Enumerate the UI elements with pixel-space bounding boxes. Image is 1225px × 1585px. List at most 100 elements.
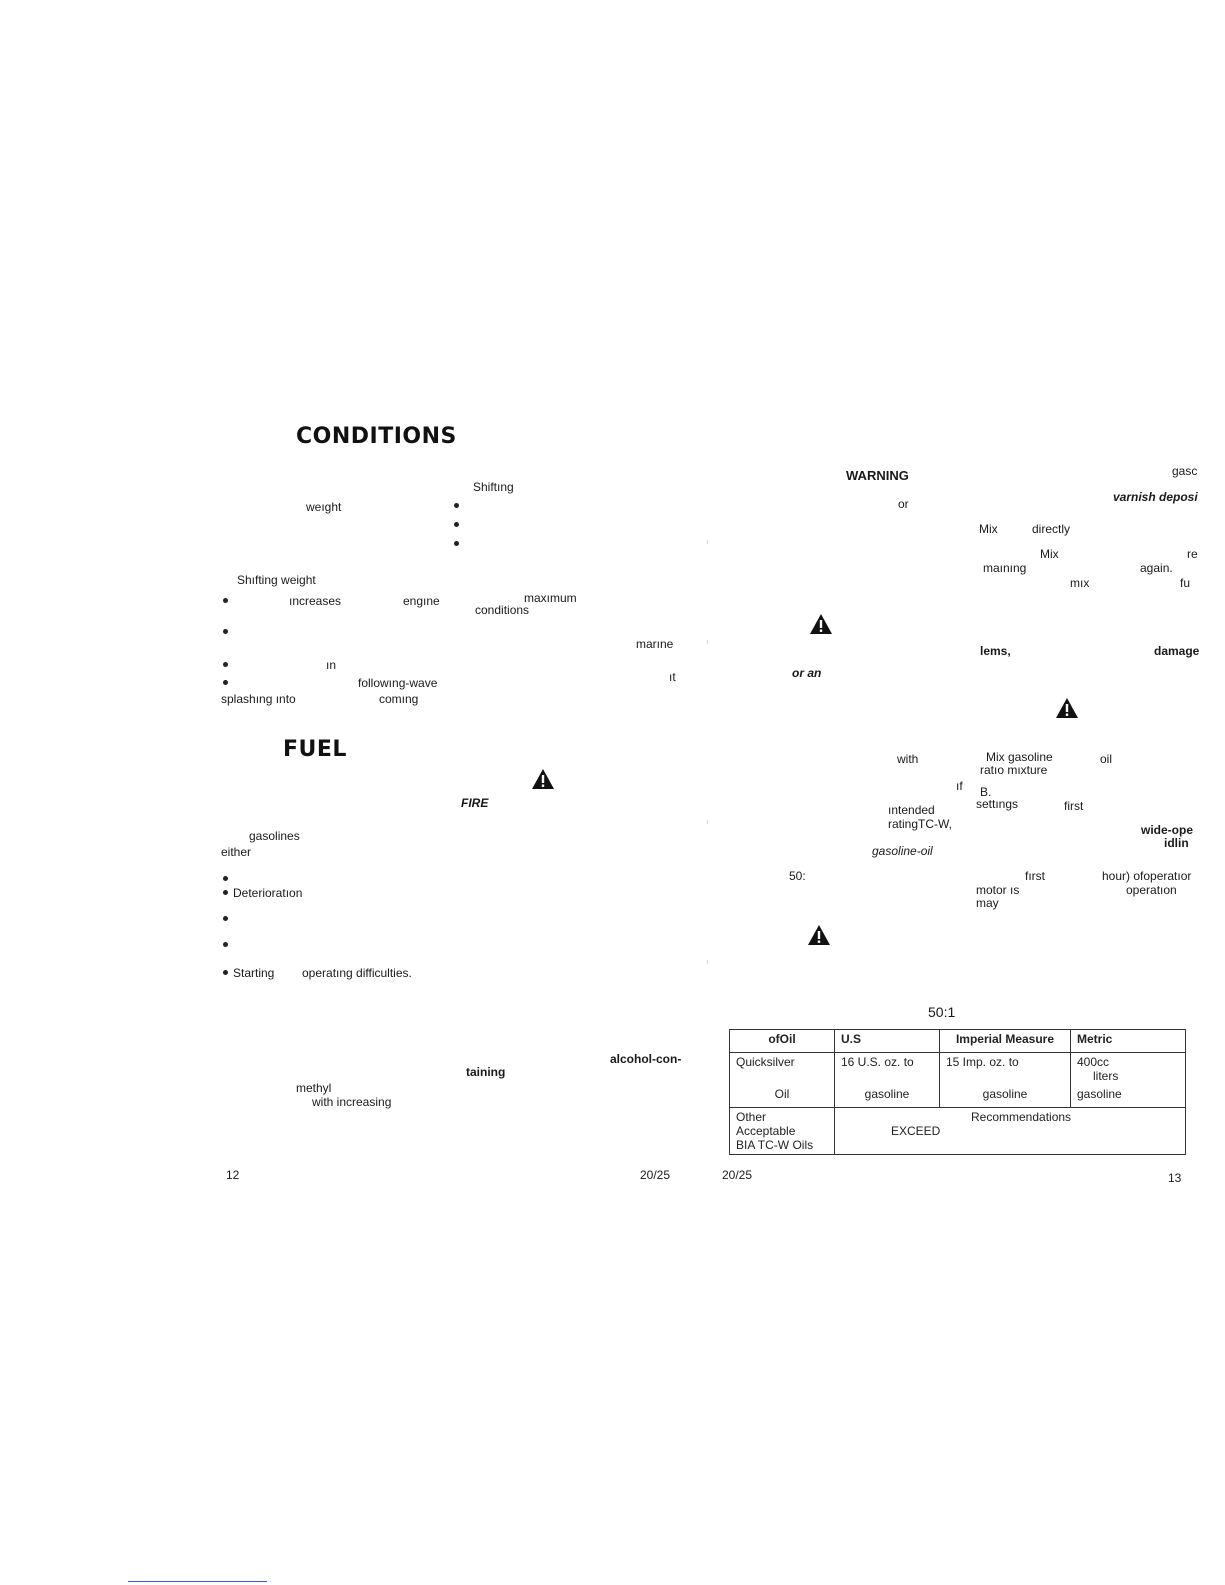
text-wide-open: wide-ope <box>1141 823 1194 837</box>
table-cell: 16 U.S. oz. to <box>834 1052 940 1085</box>
bullet-dot <box>223 662 228 667</box>
text-operating-difficulties: operatıng difficulties. <box>302 966 412 980</box>
text-hour-of-operation: hour) ofoperatıor <box>1102 869 1192 883</box>
warning-triangle-icon <box>810 614 832 634</box>
text-again: again. <box>1140 561 1173 575</box>
table-cell-line: 400cc <box>1077 1055 1110 1069</box>
text-or-an: or an <box>792 666 822 680</box>
text-or: or <box>898 497 909 511</box>
bullet-dot <box>223 680 228 685</box>
text-splashing-into: splashıng ınto <box>221 692 296 706</box>
text-following-wave: followıng-wave <box>358 676 438 690</box>
bullet-dot <box>223 598 228 603</box>
table-header-row: ofOil U.S Imperial Measure Metric <box>729 1029 1186 1053</box>
text-increases: ıncreases <box>289 594 342 608</box>
bullet-dot <box>454 522 459 527</box>
ratio-title: 50:1 <box>928 1004 956 1020</box>
text-coming: comıng <box>379 692 419 706</box>
table-header: Imperial Measure <box>939 1029 1071 1053</box>
warning-triangle-icon <box>1056 698 1078 718</box>
text-varnish-deposit: varnish deposi <box>1113 490 1198 504</box>
text-maining: maınıng <box>983 561 1027 575</box>
text-operation: operatıon <box>1126 883 1177 897</box>
text-conditions: conditions <box>475 603 530 617</box>
table-row: Oil gasoline gasoline gasoline <box>729 1085 1186 1108</box>
text-either: either <box>221 845 252 859</box>
warning-triangle-icon <box>808 925 830 945</box>
table-cell: 400cc liters <box>1070 1052 1186 1085</box>
heading-fuel: FUEL <box>283 737 347 762</box>
text-directly: directly <box>1032 522 1071 536</box>
text-first: first <box>1064 799 1084 813</box>
warning-triangle-icon <box>532 769 554 789</box>
text-it: ıt <box>669 670 676 684</box>
bullet-dot <box>223 942 228 947</box>
text-lems: lems, <box>980 644 1011 658</box>
text-mix-gasoline: Mix gasoline <box>986 750 1053 764</box>
text-gas: gasc <box>1172 464 1198 478</box>
text-idling: idlin <box>1164 836 1189 850</box>
table-cell: gasoline <box>1070 1085 1186 1108</box>
bullet-dot <box>223 876 228 881</box>
table-row: Other Acceptable BIA TC-W Oils Recommend… <box>729 1107 1186 1155</box>
gutter-mark <box>707 820 708 824</box>
text-may: may <box>976 896 999 910</box>
table-cell-line: Other Acceptable <box>736 1110 796 1138</box>
text-rating-tcw: ratingTC-W, <box>888 817 953 831</box>
table-header: U.S <box>834 1029 940 1053</box>
gutter-mark <box>707 960 708 964</box>
text-shifting: Shiftıng <box>473 480 514 494</box>
text-methyl: methyl <box>296 1081 332 1095</box>
table-cell-line: Recommendations <box>971 1110 1072 1124</box>
text-weight: weıght <box>306 500 342 514</box>
text-fire: FIRE <box>461 796 489 810</box>
text-in: ın <box>326 658 337 672</box>
text-fifty: 50: <box>789 869 806 883</box>
text-engine: engıne <box>403 594 440 608</box>
text-maximum: maxımum <box>524 591 577 605</box>
table-cell: gasoline <box>834 1085 940 1108</box>
table-cell-line: EXCEED <box>891 1124 941 1138</box>
text-taining: taining <box>466 1065 506 1079</box>
table-header: Metric <box>1070 1029 1186 1053</box>
text-re: re <box>1187 547 1198 561</box>
text-gasolines: gasolines <box>249 829 300 843</box>
text-with: with <box>897 752 919 766</box>
text-oil: oil <box>1100 752 1113 766</box>
bullet-dot <box>223 916 228 921</box>
gutter-mark <box>707 540 708 544</box>
bullet-dot <box>223 970 228 975</box>
text-motor-is: motor ıs <box>976 883 1020 897</box>
bullet-dot <box>454 503 459 508</box>
table-cell: 15 Imp. oz. to <box>939 1052 1071 1085</box>
text-damage: damage <box>1154 644 1200 658</box>
text-ratio-mixture: ratıo mıxture <box>980 763 1048 777</box>
bullet-dot <box>223 629 228 634</box>
heading-conditions: CONDITIONS <box>296 424 457 449</box>
text-with-increasing: with increasing <box>312 1095 392 1109</box>
page-counter-right: 20/25 <box>722 1168 753 1182</box>
table-header: ofOil <box>729 1029 835 1053</box>
page-counter-left: 20/25 <box>640 1168 671 1182</box>
bullet-dot <box>454 541 459 546</box>
table-cell: Recommendations EXCEED <box>834 1107 1186 1155</box>
text-gasoline-oil: gasoline-oil <box>872 844 933 858</box>
text-mix: Mix <box>979 522 998 536</box>
warning-label: WARNING <box>846 468 909 483</box>
table-cell: Other Acceptable BIA TC-W Oils <box>729 1107 835 1155</box>
text-fu: fu <box>1180 576 1191 590</box>
text-intended: ıntended <box>888 803 935 817</box>
bullet-dot <box>223 890 228 895</box>
text-mix: mıx <box>1070 576 1090 590</box>
text-if: ıf <box>956 779 963 793</box>
page-number-right: 13 <box>1168 1171 1182 1185</box>
table-cell: Quicksilver <box>729 1052 835 1085</box>
text-alcohol-con: alcohol-con- <box>610 1052 682 1066</box>
text-deterioration: Deterioratıon <box>233 886 303 900</box>
bottom-underline <box>128 1581 267 1582</box>
text-shifting-weight: Shıfting weight <box>237 573 316 587</box>
table-cell-line: liters <box>1093 1069 1119 1083</box>
table-cell: Oil <box>729 1085 835 1108</box>
table-cell: gasoline <box>939 1085 1071 1108</box>
gutter-mark <box>707 640 708 644</box>
